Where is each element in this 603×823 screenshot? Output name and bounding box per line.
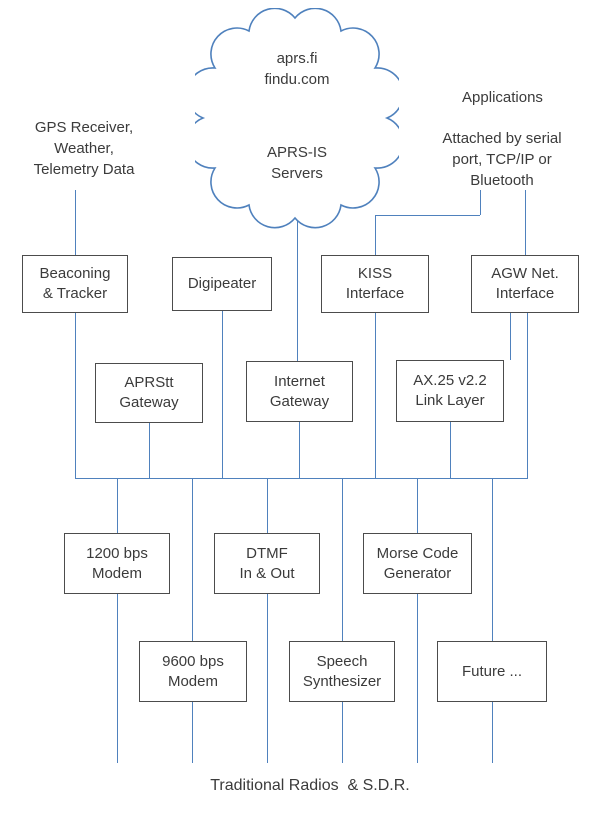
aprs-is-servers-label: APRS-IS Servers xyxy=(266,144,327,182)
box-digipeater: Digipeater xyxy=(172,257,272,311)
connector-agw-ax25 xyxy=(510,313,511,360)
box-aprstt-gateway: APRStt Gateway xyxy=(95,363,203,423)
box-kiss-interface: KISS Interface xyxy=(321,255,429,313)
connector-apps-agw xyxy=(525,190,526,255)
box-9600bps-modem: 9600 bps Modem xyxy=(139,641,247,702)
box-beaconing-tracker: Beaconing & Tracker xyxy=(22,255,128,313)
connector-radio-morse xyxy=(417,478,418,763)
gps-telemetry-label: GPS Receiver, Weather, Telemetry Data xyxy=(33,119,135,178)
box-future: Future ... xyxy=(437,641,547,702)
connector-gps-beaconing xyxy=(75,190,76,255)
box-morse-code-generator: Morse Code Generator xyxy=(363,533,472,594)
bus-line xyxy=(75,478,528,479)
connector-apps-kiss-horizontal xyxy=(375,215,480,216)
connector-apps-drop xyxy=(480,190,481,215)
connector-apps-kiss xyxy=(375,215,376,255)
serial-attachment-label: Attached by serial port, TCP/IP or Bluet… xyxy=(442,130,562,189)
connector-internet-gateway-bus xyxy=(299,422,300,478)
connector-cloud-internet-gateway xyxy=(297,210,298,361)
applications-label: Applications xyxy=(462,89,543,106)
connector-radio-dtmf xyxy=(267,478,268,763)
connector-radio-1200bps xyxy=(117,478,118,763)
box-speech-synthesizer: Speech Synthesizer xyxy=(289,641,395,702)
connector-radio-speech xyxy=(342,478,343,763)
internet-cloud-icon xyxy=(195,8,399,229)
connector-aprstt-bus xyxy=(149,423,150,478)
connector-beaconing-bus xyxy=(75,313,76,478)
box-dtmf-in-out: DTMF In & Out xyxy=(214,533,320,594)
box-1200bps-modem: 1200 bps Modem xyxy=(64,533,170,594)
connector-digipeater-bus xyxy=(222,311,223,478)
connector-radio-future xyxy=(492,478,493,763)
cloud-services-label: aprs.fi findu.com xyxy=(264,50,330,88)
radios-sdr-label: Traditional Radios & S.D.R. xyxy=(210,777,410,794)
connector-radio-9600bps xyxy=(192,478,193,763)
box-agw-net-interface: AGW Net. Interface xyxy=(471,255,579,313)
box-ax25-link-layer: AX.25 v2.2 Link Layer xyxy=(396,360,504,422)
connector-agw-bus xyxy=(527,313,528,478)
box-internet-gateway: Internet Gateway xyxy=(246,361,353,422)
connector-ax25-bus xyxy=(450,422,451,478)
connector-kiss-bus xyxy=(375,313,376,478)
